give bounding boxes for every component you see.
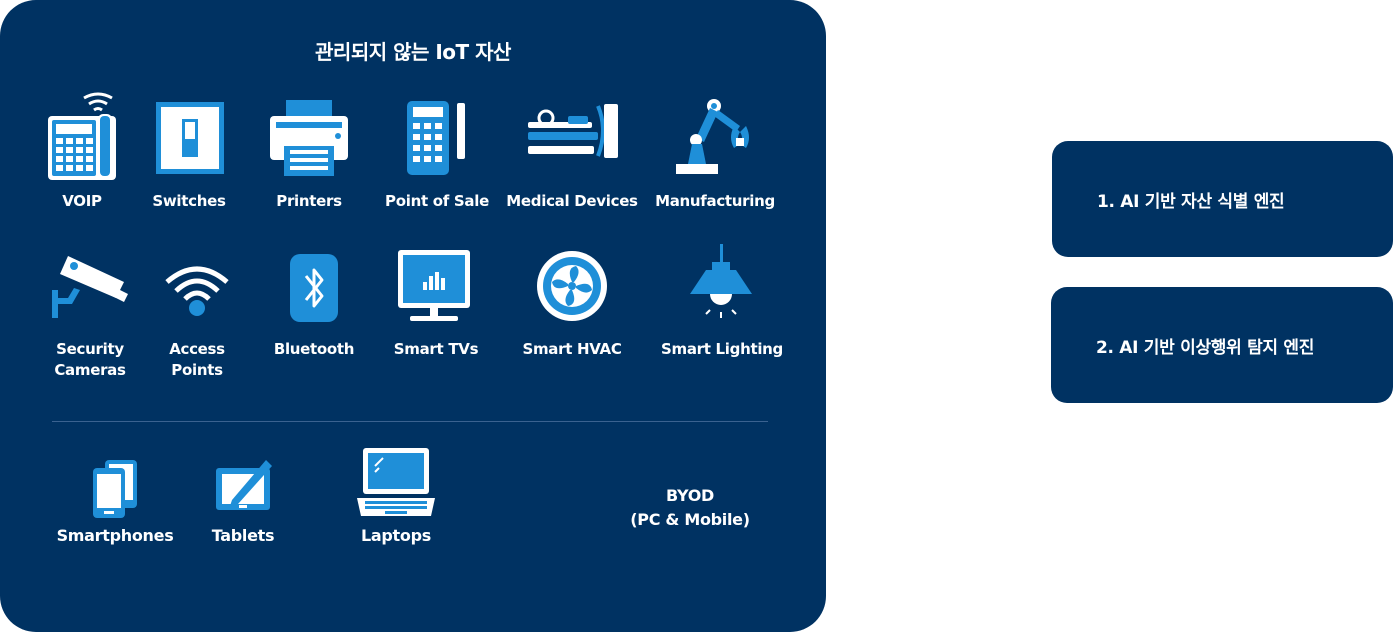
label-smart-hvac: Smart HVAC bbox=[522, 340, 622, 358]
label-access-points: Access Points bbox=[169, 340, 225, 379]
divider bbox=[52, 421, 768, 422]
wifi-icon bbox=[164, 262, 230, 318]
iot-assets-panel: 관리되지 않는 IoT 자산 VOIP Switc bbox=[0, 0, 826, 632]
label-security-cameras: Security Cameras bbox=[54, 340, 126, 379]
label-laptops: Laptops bbox=[361, 526, 431, 545]
label-smartphones: Smartphones bbox=[56, 526, 174, 545]
label-point-of-sale: Point of Sale bbox=[385, 192, 489, 210]
label-smart-tvs: Smart TVs bbox=[393, 340, 479, 358]
label-switches: Switches bbox=[152, 192, 226, 210]
engine-card-asset-identification: 1. AI 기반 자산 식별 엔진 bbox=[1052, 141, 1393, 257]
label-medical-devices: Medical Devices bbox=[506, 192, 638, 210]
security-camera-icon bbox=[50, 250, 128, 318]
tablet-pen-icon bbox=[214, 456, 274, 512]
laptop-icon bbox=[355, 446, 437, 518]
label-voip: VOIP bbox=[62, 192, 102, 210]
smartphones-icon bbox=[91, 460, 139, 518]
voip-phone-icon bbox=[44, 92, 120, 184]
label-printers: Printers bbox=[276, 192, 342, 210]
fan-icon bbox=[536, 250, 608, 322]
smart-tv-icon bbox=[398, 250, 470, 322]
engine-card-label: 2. AI 기반 이상행위 탐지 엔진 bbox=[1096, 337, 1315, 358]
robot-arm-icon bbox=[672, 98, 758, 176]
switch-icon bbox=[156, 102, 224, 174]
bluetooth-icon bbox=[290, 254, 338, 322]
ceiling-lamp-icon bbox=[686, 244, 756, 324]
panel-title: 관리되지 않는 IoT 자산 bbox=[315, 40, 511, 64]
label-tablets: Tablets bbox=[211, 526, 275, 545]
engine-card-label: 1. AI 기반 자산 식별 엔진 bbox=[1097, 191, 1285, 212]
byod-label: BYOD (PC & Mobile) bbox=[630, 486, 750, 529]
label-bluetooth: Bluetooth bbox=[273, 340, 355, 358]
pos-terminal-icon bbox=[407, 101, 467, 175]
label-smart-lighting: Smart Lighting bbox=[661, 340, 783, 358]
mri-scanner-icon bbox=[526, 100, 618, 172]
engine-card-anomaly-detection: 2. AI 기반 이상행위 탐지 엔진 bbox=[1051, 287, 1393, 403]
printer-icon bbox=[270, 100, 348, 176]
label-manufacturing: Manufacturing bbox=[655, 192, 775, 210]
